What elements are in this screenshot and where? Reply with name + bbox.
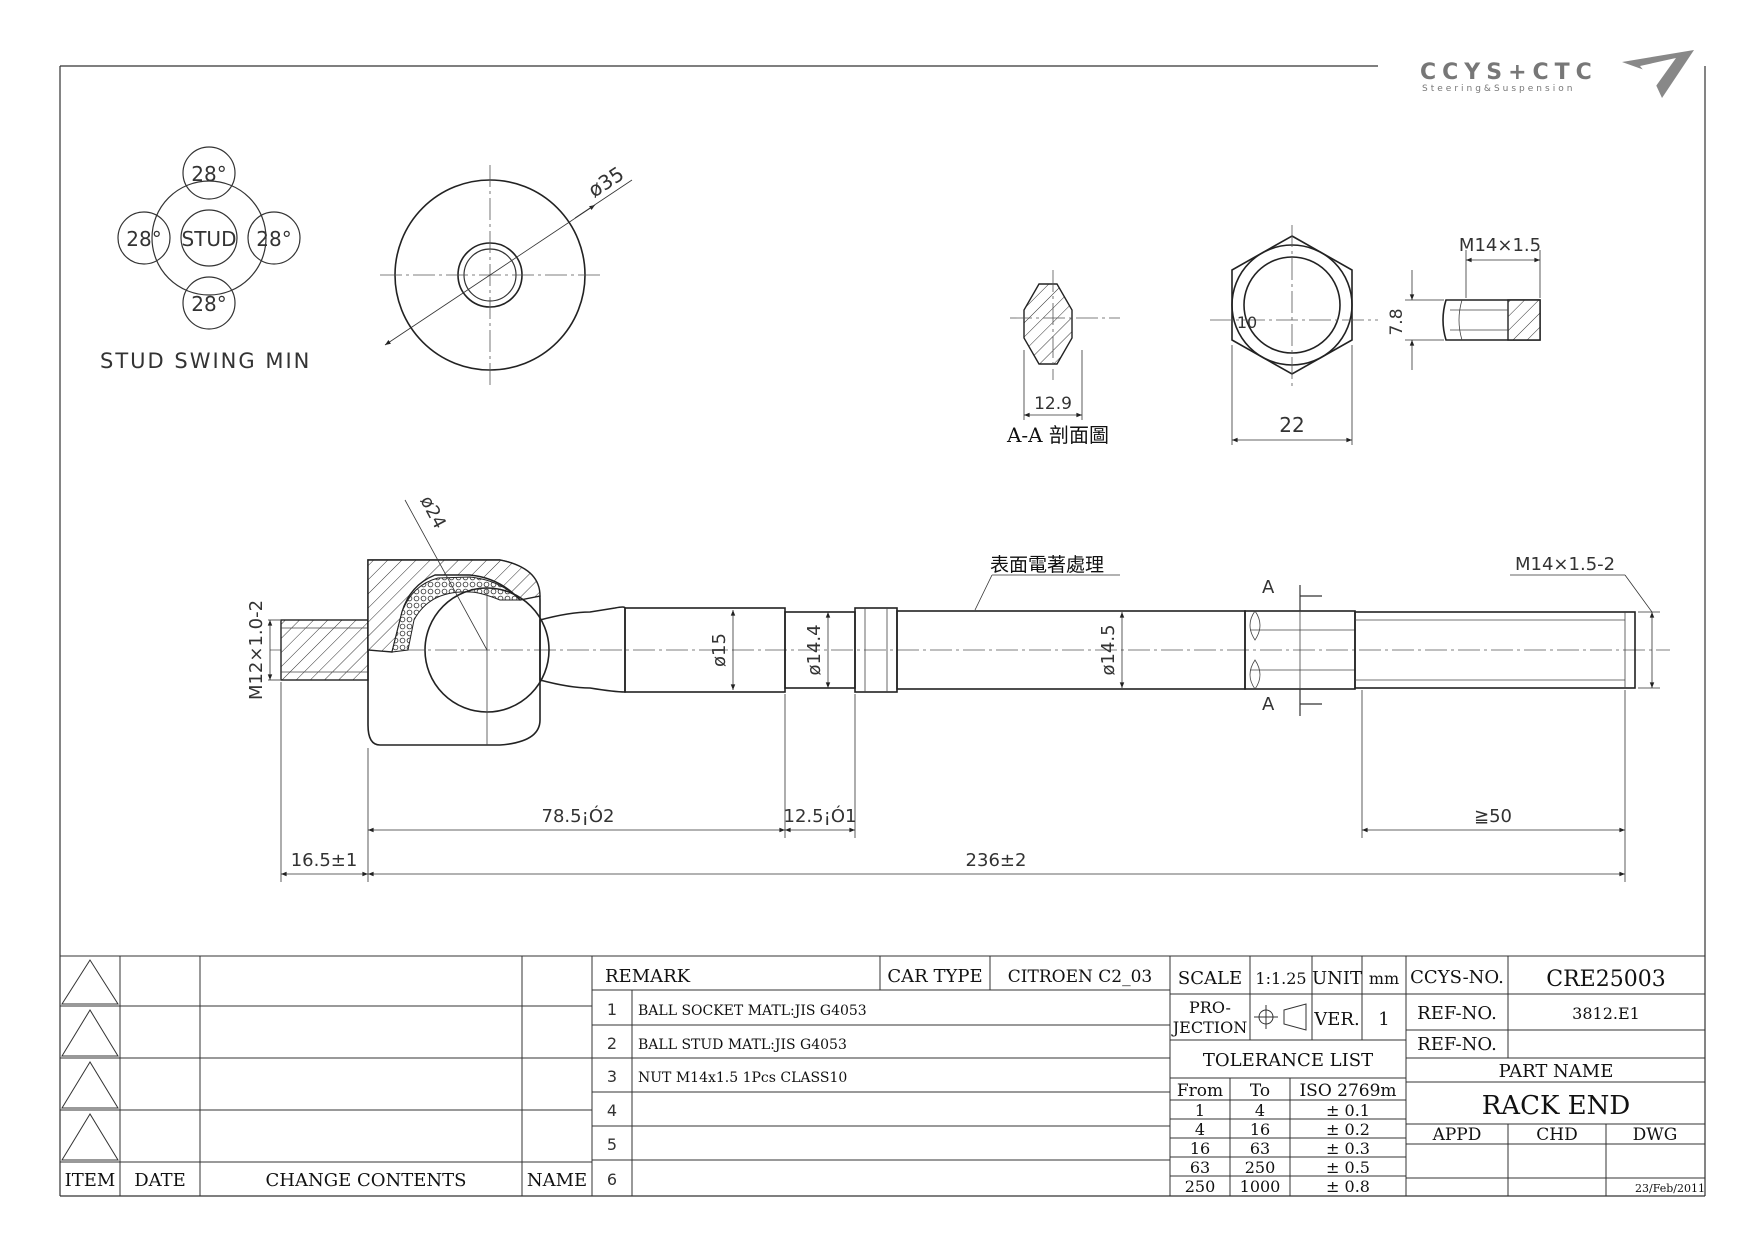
logo-text: CCYS+CTC — [1420, 60, 1598, 85]
swing-angle-bottom: 28° — [191, 292, 226, 316]
dim-nut-height: 7.8 — [1387, 308, 1407, 335]
nut-side-view: M14×1.5 7.8 — [1387, 235, 1541, 370]
rack-end-main-view: A A — [270, 559, 1670, 746]
ver-value: 1 — [1378, 1009, 1389, 1030]
ref-no-label-1: REF-NO. — [1417, 1003, 1497, 1024]
dim-hex-section: 12.9 — [1034, 394, 1072, 414]
scale-value: 1:1.25 — [1255, 969, 1306, 988]
ccys-no-value: CRE25003 — [1546, 967, 1665, 992]
dim-length-12: 12.5¡Ó1 — [784, 805, 857, 827]
tol-row-4-from: 63 — [1190, 1158, 1210, 1177]
remark-row-1-no: 1 — [607, 1000, 617, 1019]
remark-row-2-text: BALL STUD MATL:JIS G4053 — [638, 1037, 847, 1053]
tol-row-2-to: 16 — [1250, 1120, 1270, 1139]
remark-row-4-no: 4 — [607, 1101, 617, 1120]
tol-row-4-val: ± 0.5 — [1326, 1158, 1370, 1177]
ccys-no-label: CCYS-NO. — [1410, 967, 1504, 988]
logo-subtitle: Steering&Suspension — [1422, 84, 1575, 94]
chd-label: CHD — [1536, 1125, 1577, 1145]
tol-header-to: To — [1250, 1081, 1270, 1101]
remark-row-5-no: 5 — [607, 1135, 617, 1154]
tol-header-iso: ISO 2769m — [1299, 1081, 1396, 1101]
appd-label: APPD — [1432, 1125, 1482, 1145]
remark-row-3-no: 3 — [607, 1067, 617, 1086]
tol-row-1-to: 4 — [1255, 1101, 1265, 1120]
tol-row-5-to: 1000 — [1240, 1177, 1281, 1196]
part-name-value: RACK END — [1482, 1091, 1631, 1121]
projection-label-2: JECTION — [1171, 1018, 1247, 1037]
remark-label: REMARK — [605, 966, 691, 987]
drawing-date: 23/Feb/2011 — [1635, 1182, 1705, 1195]
company-logo: CCYS+CTC Steering&Suspension — [1420, 50, 1694, 98]
unit-value: mm — [1369, 969, 1399, 988]
tol-header-from: From — [1177, 1081, 1223, 1101]
car-type-value: CITROEN C2_03 — [1008, 967, 1152, 987]
sheet-border — [59, 65, 1706, 1197]
nut-front-view: 10 22 — [1210, 225, 1378, 445]
tol-row-2-val: ± 0.2 — [1326, 1120, 1370, 1139]
dim-d15: ø15 — [709, 633, 730, 667]
tol-row-2-from: 4 — [1195, 1120, 1205, 1139]
tol-row-5-val: ± 0.8 — [1326, 1177, 1370, 1196]
tol-row-3-val: ± 0.3 — [1326, 1139, 1370, 1158]
swing-caption: STUD SWING MIN — [100, 349, 311, 373]
ref-no-label-2: REF-NO. — [1417, 1034, 1497, 1055]
dim-length-236: 236±2 — [966, 850, 1027, 871]
dim-d35: ø35 — [584, 162, 629, 203]
ref-no-value-1: 3812.E1 — [1572, 1004, 1640, 1023]
part-name-label: PART NAME — [1499, 1061, 1614, 1082]
dim-length-78: 78.5¡Ó2 — [542, 805, 615, 827]
tol-row-3-to: 63 — [1250, 1139, 1270, 1158]
tol-row-1-val: ± 0.1 — [1326, 1101, 1370, 1120]
dim-nut-inner: 10 — [1237, 313, 1257, 332]
swing-angle-left: 28° — [126, 227, 161, 251]
dim-nut-width: 22 — [1279, 413, 1304, 437]
scale-label: SCALE — [1178, 968, 1242, 989]
rev-header-name: NAME — [527, 1170, 587, 1191]
projection-label-1: PRO- — [1189, 998, 1231, 1017]
tol-row-1-from: 1 — [1195, 1101, 1205, 1120]
unit-label: UNIT — [1312, 968, 1362, 989]
tol-row-3-from: 16 — [1190, 1139, 1210, 1158]
tolerance-title: TOLERANCE LIST — [1203, 1050, 1373, 1071]
dim-length-16: 16.5±1 — [291, 850, 358, 871]
car-type-label: CAR TYPE — [887, 966, 982, 987]
rev-header-item: ITEM — [65, 1170, 116, 1191]
rev-header-change: CHANGE CONTENTS — [266, 1170, 467, 1191]
remark-row-1-text: BALL SOCKET MATL:JIS G4053 — [638, 1003, 867, 1019]
dim-d24: ø24 — [416, 492, 450, 532]
dwg-label: DWG — [1633, 1125, 1678, 1145]
section-caption: A-A 剖面圖 — [1006, 423, 1109, 447]
dim-stud-thread: M12×1.0-2 — [246, 600, 267, 700]
remark-row-6-no: 6 — [607, 1170, 617, 1189]
tol-row-4-to: 250 — [1245, 1158, 1276, 1177]
revision-triangles — [61, 959, 119, 1161]
dim-end-thread: M14×1.5-2 — [1515, 554, 1615, 575]
swing-angle-right: 28° — [256, 227, 291, 251]
section-mark-bottom: A — [1262, 694, 1275, 715]
ver-label: VER. — [1313, 1009, 1359, 1030]
section-mark-top: A — [1262, 577, 1275, 598]
projection-symbol-icon — [1254, 1003, 1307, 1031]
dim-length-50: ≧50 — [1474, 806, 1512, 827]
dim-d14-4: ø14.4 — [804, 624, 825, 675]
dim-d14-5: ø14.5 — [1098, 624, 1119, 675]
rev-header-date: DATE — [134, 1170, 186, 1191]
title-block: ITEM DATE CHANGE CONTENTS NAME REMARK CA… — [60, 955, 1705, 1196]
stud-swing-diagram: STUD 28° 28° 28° 28° STUD SWING MIN — [100, 146, 311, 373]
dim-nut-thread: M14×1.5 — [1459, 235, 1541, 256]
coating-note: 表面電著處理 — [990, 554, 1104, 576]
section-aa: 12.9 A-A 剖面圖 — [1006, 270, 1120, 447]
remark-row-3-text: NUT M14x1.5 1Pcs CLASS10 — [638, 1070, 847, 1086]
tol-row-5-from: 250 — [1185, 1177, 1216, 1196]
socket-end-view: ø35 — [380, 162, 633, 385]
swing-center-label: STUD — [182, 227, 237, 251]
swing-angle-top: 28° — [191, 162, 226, 186]
remark-row-2-no: 2 — [607, 1034, 617, 1053]
